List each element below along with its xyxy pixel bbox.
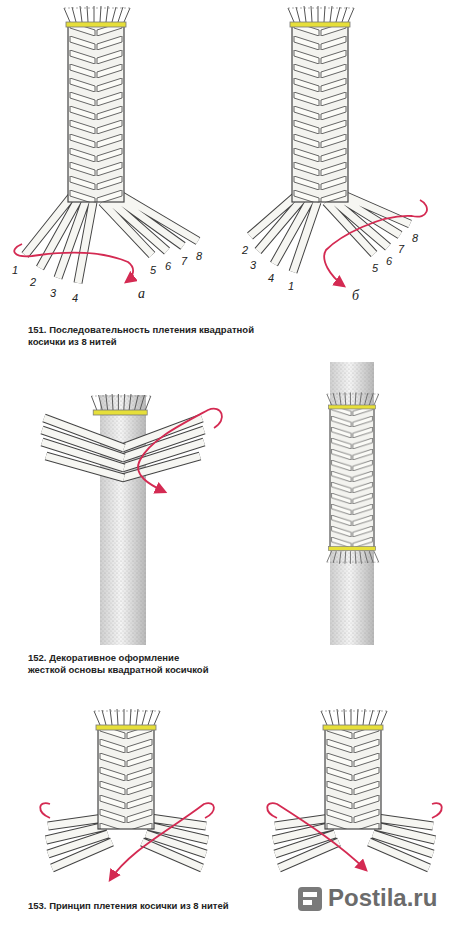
- red-arrow: [324, 200, 427, 286]
- red-arrow: [138, 409, 222, 492]
- strand-number: 4: [72, 292, 78, 304]
- strand-number: 3: [250, 259, 256, 271]
- strand-number: 1: [12, 264, 18, 276]
- figure-caption: 153. Принцип плетения косички из 8 нитей: [28, 900, 243, 912]
- strand-number: 1: [288, 280, 294, 292]
- watermark-logo: [298, 887, 322, 911]
- strand-number: 8: [196, 250, 202, 262]
- red-arrow: [110, 803, 214, 880]
- figure-caption: 151. Последовательность плетения квадрат…: [28, 324, 258, 348]
- strand-number: 5: [372, 262, 378, 274]
- strand-number: 3: [50, 287, 56, 299]
- strand-number: 7: [398, 243, 404, 255]
- strand-number: 2: [30, 276, 36, 288]
- rod-figure: [327, 362, 379, 645]
- figure-letter: а: [138, 286, 145, 302]
- braid-figure: [267, 709, 442, 870]
- figure-letter: б: [352, 288, 359, 304]
- strand-number: 8: [412, 232, 418, 244]
- strand-number: 6: [165, 260, 171, 272]
- strand-number: 2: [242, 244, 248, 256]
- braid-figure: [250, 6, 427, 286]
- red-curl: [432, 803, 442, 818]
- red-arrow: [267, 803, 366, 870]
- strand-number: 6: [386, 255, 392, 267]
- watermark: Postila.ru: [328, 884, 437, 912]
- braid-figure: [14, 6, 198, 283]
- strand-number: 4: [268, 272, 274, 284]
- strand-number: 7: [181, 255, 187, 267]
- figure-caption: 152. Декоративное оформление жесткой осн…: [28, 652, 218, 676]
- braid-figure: [40, 709, 214, 880]
- red-curl: [40, 803, 50, 818]
- strand-number: 5: [150, 264, 156, 276]
- rod-figure: [42, 394, 222, 645]
